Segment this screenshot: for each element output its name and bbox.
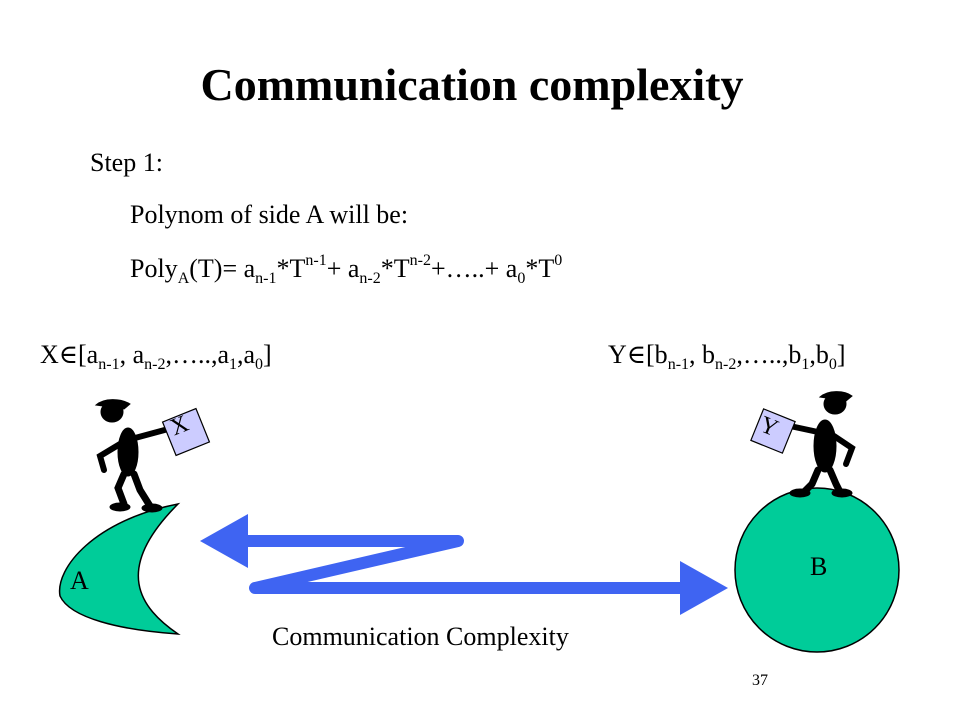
stick-figure-a [94,399,175,513]
party-b-label: B [810,552,828,581]
party-a-label: A [70,566,89,595]
stick-figure-b [787,391,856,498]
diagram-caption: Communication Complexity [272,622,569,651]
set-x: X∈[an-1, an-2,…..,a1,a0] [40,340,272,373]
step-label: Step 1: [90,148,163,177]
card-x [161,407,211,457]
communication-arrow [200,514,728,615]
crescent-planet-a [58,502,181,635]
slide-title: Communication complexity [200,59,744,110]
planet-b [734,487,900,653]
polynomial-formula: PolyA(T)= an-1*Tn-1+ an-2*Tn-2+…..+ a0*T… [130,252,563,287]
card-y [750,408,796,454]
set-y: Y∈[bn-1, bn-2,…..,b1,b0] [608,340,846,373]
page-number: 37 [752,672,768,689]
polynom-intro: Polynom of side A will be: [130,200,409,229]
